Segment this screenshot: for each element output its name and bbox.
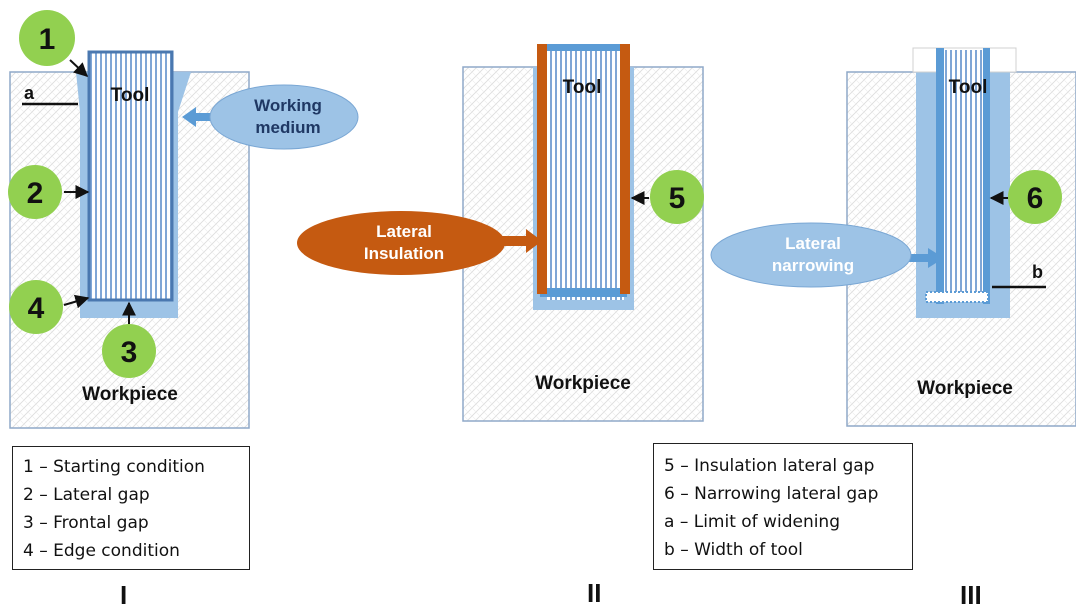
legend-right: 5 – Insulation lateral gap 6 – Narrowing…	[653, 443, 913, 570]
tool-1	[87, 50, 174, 302]
legend-left: 1 – Starting condition 2 – Lateral gap 3…	[12, 446, 250, 570]
badge-4: 4	[9, 280, 90, 334]
legend-item-5: 5 – Insulation lateral gap	[664, 456, 875, 476]
badge-1-number: 1	[39, 23, 56, 56]
panel-3: Tool Workpiece b Lateral narrowing 6	[710, 47, 1076, 427]
tool-3	[942, 50, 987, 302]
tool-2-bottom	[540, 288, 627, 297]
insulation-left	[537, 44, 547, 294]
workpiece-label-2: Workpiece	[535, 373, 631, 394]
badge-3-number: 3	[121, 336, 138, 369]
legend-item-a: a – Limit of widening	[664, 512, 841, 532]
medium-label-line1: Working	[254, 96, 322, 115]
legend-item-4: 4 – Edge condition	[23, 541, 180, 561]
badge-2: 2	[8, 165, 90, 219]
badge-3: 3	[102, 301, 156, 378]
badge-5-number: 5	[669, 182, 686, 215]
insulation-right	[620, 44, 630, 294]
tool-3-foot	[925, 291, 989, 303]
workpiece-label-3: Workpiece	[917, 378, 1013, 399]
tool-label-1: Tool	[111, 85, 150, 106]
legend-item-1: 1 – Starting condition	[23, 457, 205, 477]
workpiece-label-1: Workpiece	[82, 384, 178, 405]
medium-arrow	[182, 107, 218, 127]
tool-3-right-edge	[983, 48, 990, 304]
roman-label-2: II	[587, 578, 602, 608]
insulation-arrow	[500, 229, 542, 253]
tool-2-top	[540, 44, 627, 51]
panel-2: Tool Workpiece Lateral Insulation 5	[297, 44, 704, 422]
badge-2-number: 2	[27, 177, 44, 210]
marker-b: b	[1032, 262, 1043, 282]
narrowing-arrow	[904, 248, 944, 268]
panel-1: Tool a Working medium Workpiece 1 2 4	[8, 10, 359, 429]
insulation-label-line1: Lateral	[376, 222, 432, 241]
badge-6-number: 6	[1027, 182, 1044, 215]
badge-5: 5	[630, 170, 704, 224]
working-medium-ellipse	[209, 84, 359, 150]
legend-item-b: b – Width of tool	[664, 540, 803, 560]
legend-item-3: 3 – Frontal gap	[23, 513, 149, 533]
legend-item-2: 2 – Lateral gap	[23, 485, 150, 505]
insulation-label-line2: Insulation	[364, 244, 444, 263]
tool-label-2: Tool	[563, 77, 602, 98]
tool-label-3: Tool	[949, 77, 988, 98]
roman-label-3: III	[960, 580, 982, 610]
tool-3-left-edge	[936, 48, 944, 304]
legend-item-6: 6 – Narrowing lateral gap	[664, 484, 879, 504]
insulation-ellipse	[297, 211, 505, 275]
narrowing-label-line2: narrowing	[772, 256, 854, 275]
narrowing-label-line1: Lateral	[785, 234, 841, 253]
medium-label-line2: medium	[255, 118, 320, 137]
badge-6: 6	[989, 170, 1062, 224]
tool-2	[547, 44, 624, 300]
badge-4-number: 4	[28, 292, 45, 325]
marker-a: a	[24, 83, 35, 103]
roman-label-1: I	[120, 580, 128, 610]
badge-1: 1	[19, 10, 89, 77]
narrowing-ellipse	[710, 222, 912, 288]
